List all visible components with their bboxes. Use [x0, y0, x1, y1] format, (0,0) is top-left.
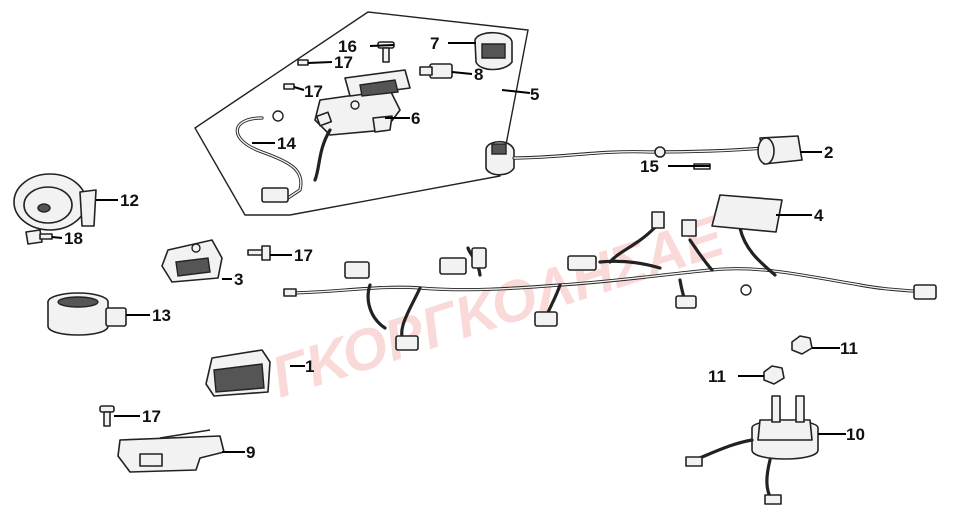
part-12-horn [13, 173, 97, 231]
part-7-key-cap [474, 31, 513, 71]
callout-2: 2 [824, 143, 833, 162]
part-1-cdi-unit [205, 349, 271, 397]
callout-17-lower: 17 [142, 407, 161, 426]
part-17-screw-lower [99, 405, 115, 427]
part-18-bolt [25, 229, 53, 245]
part-6-ignition-switch [314, 69, 411, 136]
callout-17-mid: 17 [304, 82, 323, 101]
part-8-connector [419, 63, 453, 79]
callout-11-left: 11 [708, 367, 726, 386]
part-3-regulator [161, 239, 223, 283]
callout-3: 3 [234, 270, 243, 289]
callout-10: 10 [846, 425, 865, 444]
callout-6: 6 [411, 109, 420, 128]
callout-17-regulator: 17 [294, 246, 313, 265]
part-10-starter-relay [685, 395, 819, 505]
callout-15: 15 [640, 157, 659, 176]
callout-11-right: 11 [840, 339, 858, 358]
part-17-screw-regulator [247, 245, 271, 261]
leader-lines [51, 42, 846, 453]
callout-labels: 1 2 3 4 5 6 7 8 9 10 11 11 12 13 14 15 1… [64, 34, 865, 462]
part-13-buzzer [47, 292, 127, 336]
callout-1: 1 [305, 357, 314, 376]
callout-8: 8 [474, 65, 483, 84]
part-2-ignition-coil [485, 135, 803, 176]
part-14-cable [235, 110, 333, 203]
watermark: ΓΚΟΡΓΚΟΛΗΣ ΑΕ [264, 203, 734, 411]
part-4-wiring-harness [283, 194, 937, 351]
callout-4: 4 [814, 206, 824, 225]
callout-17-top: 17 [334, 53, 353, 72]
callout-18: 18 [64, 229, 83, 248]
callout-12: 12 [120, 191, 139, 210]
callout-7: 7 [430, 34, 439, 53]
callout-9: 9 [246, 443, 255, 462]
callout-16: 16 [338, 37, 357, 56]
watermark-text: ΓΚΟΡΓΚΟΛΗΣ [264, 228, 657, 411]
part-11-nuts [763, 335, 813, 385]
callout-13: 13 [152, 306, 171, 325]
part-9-bracket [117, 429, 225, 473]
callout-14: 14 [277, 134, 296, 153]
group-outline-5 [194, 11, 529, 216]
callout-5: 5 [530, 85, 539, 104]
